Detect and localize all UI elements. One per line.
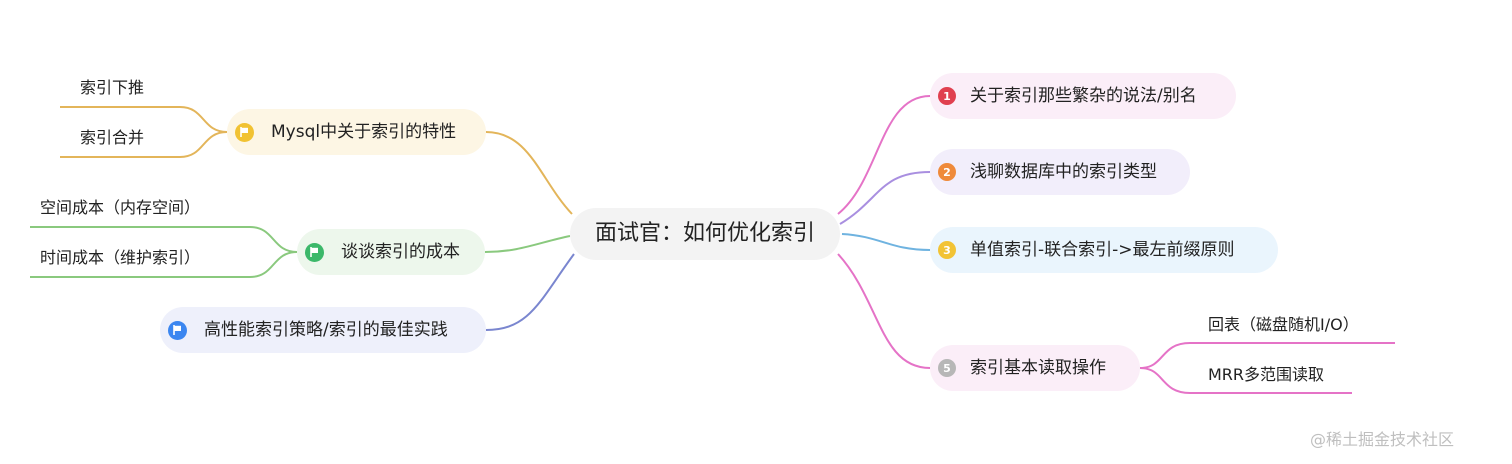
number-5-icon: 5 xyxy=(938,359,956,377)
leaf-node-l2-2[interactable]: 时间成本（维护索引） xyxy=(40,248,201,267)
leaf-node-r5-2[interactable]: MRR多范围读取 xyxy=(1208,365,1325,384)
connector-left-1 xyxy=(485,131,573,215)
connector-left-3 xyxy=(485,253,575,331)
leaf-node-r5-1[interactable]: 回表（磁盘随机I/O） xyxy=(1208,315,1359,334)
flag-icon xyxy=(305,242,324,262)
branch-node-left-3[interactable]: 高性能索引策略/索引的最佳实践 xyxy=(160,307,486,353)
connector-right-2 xyxy=(839,171,931,225)
connector-r5-child-2 xyxy=(1139,367,1352,394)
center-topic-node[interactable]: 面试官：如何优化索引 xyxy=(570,208,840,260)
branch-label: 关于索引那些繁杂的说法/别名 xyxy=(970,86,1197,106)
branch-node-right-5[interactable]: 5 索引基本读取操作 xyxy=(930,345,1140,391)
branch-node-left-1[interactable]: Mysql中关于索引的特性 xyxy=(227,109,486,155)
connector-l1-child-1 xyxy=(60,106,228,133)
center-topic-label: 面试官：如何优化索引 xyxy=(594,221,815,246)
connector-r5-child-1 xyxy=(1139,342,1395,369)
flag-icon xyxy=(235,122,254,142)
number-1-icon: 1 xyxy=(938,87,956,105)
branch-label: Mysql中关于索引的特性 xyxy=(271,122,457,142)
branch-label: 索引基本读取操作 xyxy=(970,358,1106,378)
leaf-node-l1-2[interactable]: 索引合并 xyxy=(80,128,145,147)
branch-node-right-2[interactable]: 2 浅聊数据库中的索引类型 xyxy=(930,149,1190,195)
number-3-icon: 3 xyxy=(938,241,956,259)
connector-right-1 xyxy=(837,95,931,215)
branch-label: 高性能索引策略/索引的最佳实践 xyxy=(204,320,448,340)
leaf-node-l1-1[interactable]: 索引下推 xyxy=(80,78,145,97)
connector-l2-child-1 xyxy=(30,226,298,253)
branch-node-right-1[interactable]: 1 关于索引那些繁杂的说法/别名 xyxy=(930,73,1236,119)
number-2-icon: 2 xyxy=(938,163,956,181)
branch-label: 单值索引-联合索引->最左前缀原则 xyxy=(970,240,1235,260)
branch-label: 浅聊数据库中的索引类型 xyxy=(970,162,1157,182)
connector-right-5 xyxy=(837,253,931,369)
flag-icon xyxy=(168,320,187,340)
watermark: @稀土掘金技术社区 xyxy=(1310,430,1455,449)
connector-l2-child-2 xyxy=(30,251,298,278)
connector-left-2 xyxy=(484,235,571,253)
branch-node-right-3[interactable]: 3 单值索引-联合索引->最左前缀原则 xyxy=(930,227,1278,273)
leaf-node-l2-1[interactable]: 空间成本（内存空间） xyxy=(40,198,201,217)
branch-node-left-2[interactable]: 谈谈索引的成本 xyxy=(297,229,485,275)
connector-right-3 xyxy=(841,233,931,251)
connector-l1-child-2 xyxy=(60,131,228,158)
branch-label: 谈谈索引的成本 xyxy=(341,242,460,262)
